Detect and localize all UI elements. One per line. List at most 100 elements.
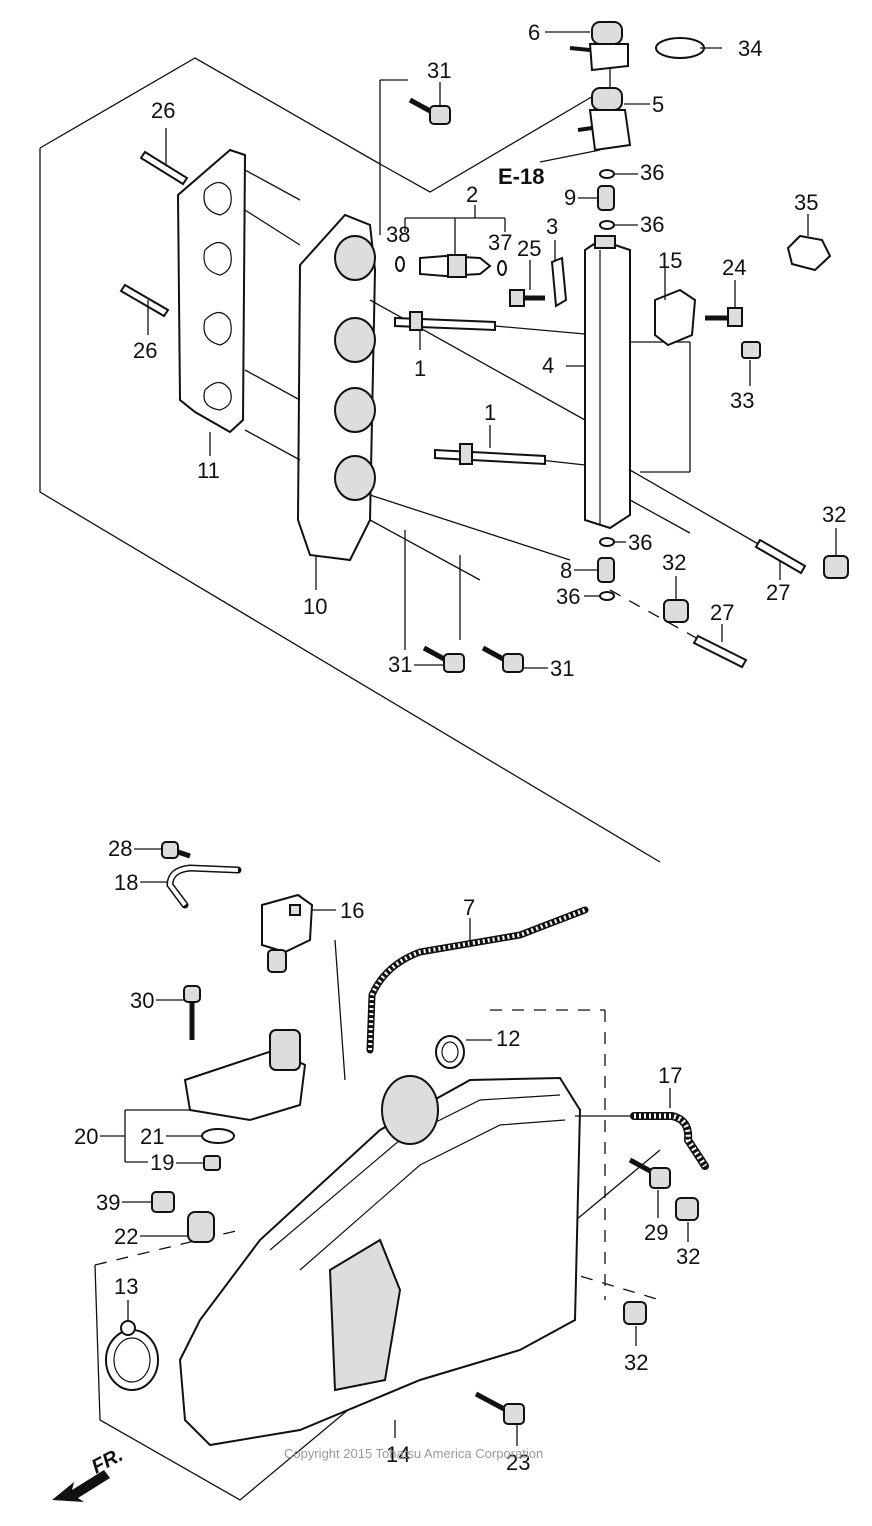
grommet-part-22 xyxy=(187,1211,215,1243)
fuel-rail-part-4 xyxy=(566,235,631,530)
bolt-part-23 xyxy=(474,1391,525,1446)
bracket-part-15 xyxy=(654,268,697,347)
callout-32-d: 32 xyxy=(624,1350,648,1375)
nut-part-32-lower-d xyxy=(623,1301,647,1325)
bolt-part-30 xyxy=(183,985,201,1040)
intake-manifold-part-10 xyxy=(296,213,377,590)
o-rings-part-36 xyxy=(599,169,615,601)
callout-6: 6 xyxy=(528,20,540,45)
nut-part-32-lower-c xyxy=(675,1197,699,1221)
stud-part-1-lower xyxy=(434,425,546,466)
callout-34: 34 xyxy=(738,36,762,61)
bolt-part-29 xyxy=(628,1157,671,1189)
callout-24: 24 xyxy=(722,255,746,280)
callout-31-top: 31 xyxy=(427,58,451,83)
upper-leader-lines xyxy=(244,62,761,650)
callout-1-lower: 1 xyxy=(484,400,496,425)
copyright-notice: Copyright 2015 Tohatsu America Corporati… xyxy=(284,1446,543,1461)
callout-32-c: 32 xyxy=(676,1244,700,1269)
gasket-part-21 xyxy=(201,1128,235,1144)
callout-26-bottom: 26 xyxy=(133,338,157,363)
callout-26-top: 26 xyxy=(151,98,175,123)
bolt-part-24 xyxy=(705,307,743,327)
callout-36-b: 36 xyxy=(640,212,664,237)
callout-31-bottom-left: 31 xyxy=(388,652,412,677)
callout-2: 2 xyxy=(466,182,478,207)
upper-assembly-frame xyxy=(39,57,661,863)
callout-13: 13 xyxy=(114,1274,138,1299)
bolt-part-31-bottom-right xyxy=(481,645,524,673)
bolt-part-31-bottom-left xyxy=(422,645,465,673)
callout-15: 15 xyxy=(658,248,682,273)
clip-part-35 xyxy=(786,234,832,272)
nut-part-32-upper xyxy=(823,555,849,579)
solenoid-valve-part-16 xyxy=(261,893,314,973)
stud-part-1-upper xyxy=(394,311,496,350)
grommet-part-9 xyxy=(597,185,615,211)
front-label: FR. xyxy=(88,1444,127,1479)
grommet-part-8 xyxy=(597,557,615,583)
gasket-part-13 xyxy=(105,1300,159,1391)
front-arrow-icon xyxy=(52,1470,110,1502)
hose-part-18 xyxy=(166,864,242,909)
callout-39: 39 xyxy=(96,1190,120,1215)
hose-part-7 xyxy=(366,906,589,1054)
pressure-regulator-part-5 xyxy=(577,87,632,152)
callout-36-d: 36 xyxy=(556,584,580,609)
clip-part-3 xyxy=(550,240,568,308)
nut-part-33 xyxy=(741,341,761,359)
stud-part-27-lower xyxy=(692,634,748,669)
nut-part-32-lower xyxy=(663,599,689,623)
bolt-part-25 xyxy=(509,289,545,307)
callout-27-upper: 27 xyxy=(766,580,790,605)
callout-19: 19 xyxy=(150,1150,174,1175)
regulator-valve-part-6 xyxy=(569,21,629,72)
reference-e18: E-18 xyxy=(498,164,544,189)
intake-plenum-part-14 xyxy=(178,1075,582,1447)
callout-38: 38 xyxy=(386,222,410,247)
injector-part-2 xyxy=(404,205,506,278)
callout-20: 20 xyxy=(74,1124,98,1149)
callout-3: 3 xyxy=(546,214,558,239)
callout-5: 5 xyxy=(652,92,664,117)
callout-36-c: 36 xyxy=(628,530,652,555)
callout-36-a: 36 xyxy=(640,160,664,185)
callout-29: 29 xyxy=(644,1220,668,1245)
stud-part-26-upper xyxy=(139,128,189,186)
stud-part-26-lower xyxy=(119,283,170,335)
callout-12: 12 xyxy=(496,1026,520,1051)
o-ring-part-37 xyxy=(497,260,507,276)
callout-28: 28 xyxy=(108,836,132,861)
callout-33: 33 xyxy=(730,388,754,413)
callout-14: 14 xyxy=(386,1442,410,1467)
callout-23: 23 xyxy=(506,1450,530,1475)
callout-17: 17 xyxy=(658,1063,682,1088)
stud-part-27-upper xyxy=(754,538,807,575)
callout-4: 4 xyxy=(542,353,554,378)
callout-22: 22 xyxy=(114,1224,138,1249)
callout-32-b: 32 xyxy=(662,550,686,575)
collar-part-19 xyxy=(203,1155,221,1171)
callout-31-bottom-right: 31 xyxy=(550,656,574,681)
callout-35: 35 xyxy=(794,190,818,215)
gasket-part-11 xyxy=(176,148,247,456)
cap-part-39 xyxy=(151,1191,175,1213)
callout-37: 37 xyxy=(488,230,512,255)
callout-16: 16 xyxy=(340,898,364,923)
callout-30: 30 xyxy=(130,988,154,1013)
callout-32-a: 32 xyxy=(822,502,846,527)
callout-9: 9 xyxy=(564,185,576,210)
callout-1-upper: 1 xyxy=(414,356,426,381)
callout-21: 21 xyxy=(140,1124,164,1149)
bolt-part-31-top xyxy=(408,97,451,125)
callout-8: 8 xyxy=(560,558,572,583)
hose-part-17 xyxy=(575,1112,709,1170)
callout-10: 10 xyxy=(303,594,327,619)
callout-7: 7 xyxy=(463,895,475,920)
callout-18: 18 xyxy=(114,870,138,895)
idle-actuator-part-20 xyxy=(124,1029,307,1163)
callout-27-lower: 27 xyxy=(710,600,734,625)
bolt-part-28 xyxy=(161,841,191,859)
o-ring-part-38 xyxy=(395,256,405,272)
